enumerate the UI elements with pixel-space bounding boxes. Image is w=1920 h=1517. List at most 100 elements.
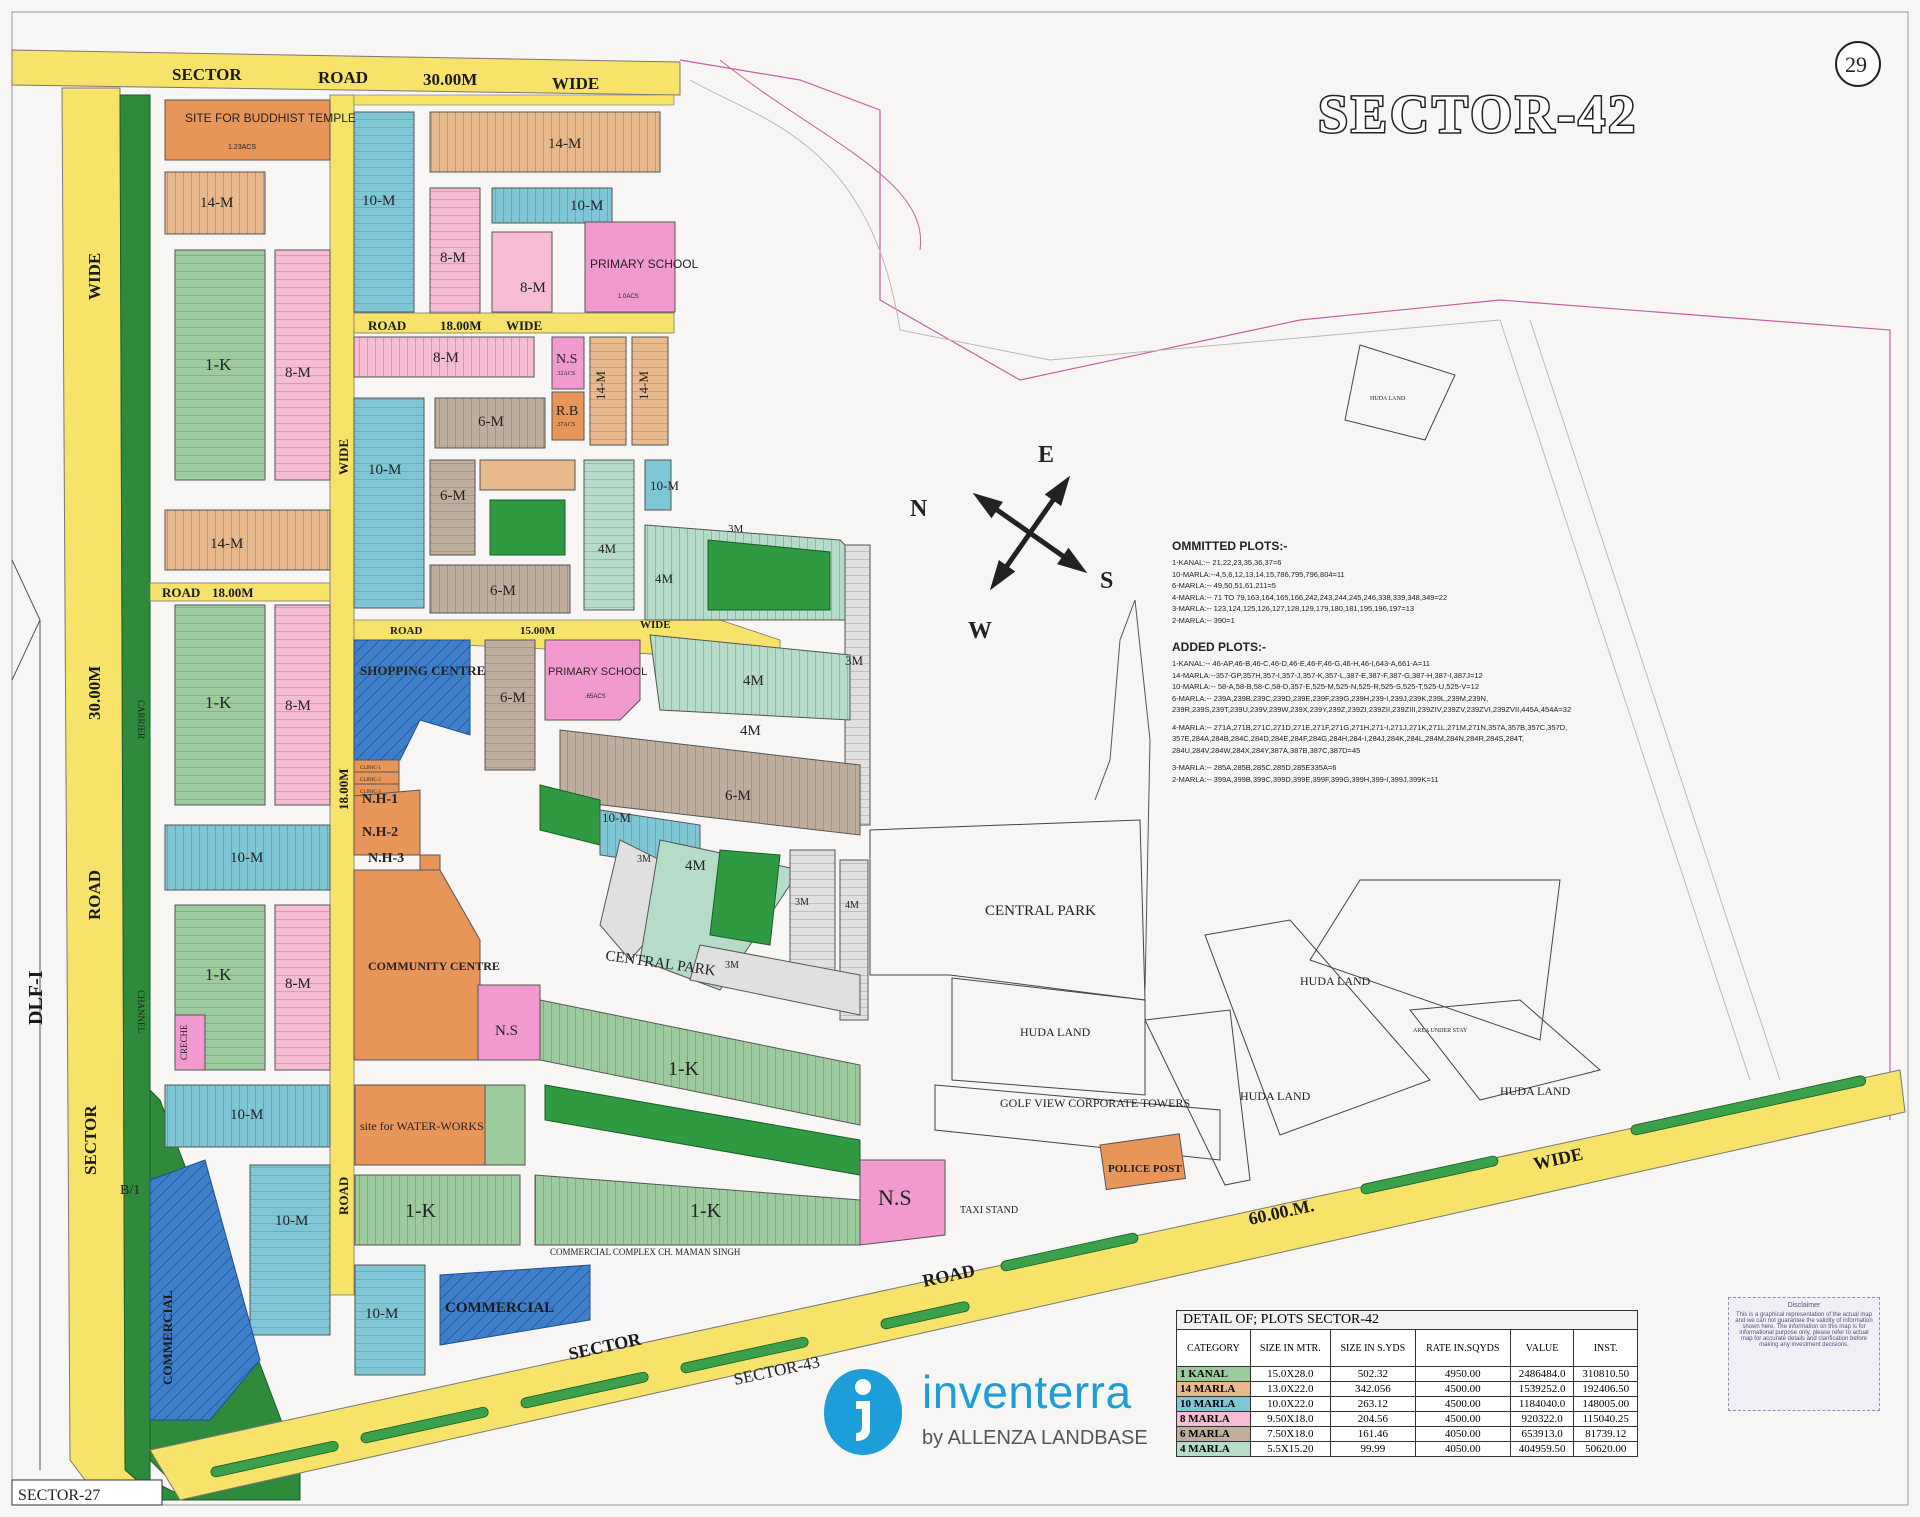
added-line: 10-MARLA:-- 58-A,58-B,58-C,58-D,357-E,52… <box>1172 682 1480 691</box>
added-line: 357E,284A,284B,284C,284D,284E,284F,284G,… <box>1172 734 1524 743</box>
label-commercial-left: COMMERCIAL <box>160 1290 175 1385</box>
label-golf-view: GOLF VIEW CORPORATE TOWERS <box>1000 1096 1190 1110</box>
road-label-left-30m: 30.00M <box>85 666 104 720</box>
table-cell-category: 14 MARLA <box>1176 1381 1251 1397</box>
road-label-top-wide: WIDE <box>552 74 599 93</box>
table-cell-value: 2486484.0 <box>1509 1366 1575 1382</box>
table-cell-rate: 4050.00 <box>1414 1426 1511 1442</box>
omitted-heading: OMMITTED PLOTS:- <box>1172 539 1288 553</box>
label-ns-1-area: .32ACS <box>556 371 575 377</box>
added-line: 6-MARLA:-- 239A,239B,239C,239D,239E,239F… <box>1172 693 1489 703</box>
table-cell-value: 920322.0 <box>1509 1411 1575 1427</box>
neighbour-dlf: DLF-I <box>25 970 47 1025</box>
block-label-14m-c: 14-M <box>548 136 581 152</box>
road-label-left-road: ROAD <box>85 870 104 920</box>
road-label-18m-1-value: 18.00M <box>440 318 482 333</box>
channel-label: CHANNEL <box>136 990 146 1033</box>
road-label-18m-1-road: ROAD <box>368 318 406 333</box>
table-cell-inst: 115040.25 <box>1573 1411 1638 1427</box>
block-label-3m-b: 3M <box>845 653 864 668</box>
rb-site <box>551 391 585 441</box>
block-label-1k-b: 1-K <box>205 693 232 712</box>
label-buddhist-temple-area: 1.23ACS <box>228 144 256 151</box>
creche <box>174 1014 206 1071</box>
plots-detail-table: DETAIL OF; PLOTS SECTOR-42 CATEGORY SIZE… <box>1176 1310 1638 1457</box>
table-header: CATEGORY <box>1176 1329 1251 1367</box>
label-rb-area: .37ACS <box>556 422 575 428</box>
road-label-top-road: ROAD <box>318 68 368 87</box>
table-cell-inst: 310810.50 <box>1573 1366 1638 1382</box>
road-18m-2 <box>149 582 331 602</box>
block-label-10m-c: 10-M <box>275 1213 308 1229</box>
compass-w: W <box>968 618 992 644</box>
central-park-2 <box>869 819 1146 1001</box>
disclaimer-heading: Disclaimer <box>1787 1302 1821 1309</box>
omitted-line: 4-MARLA:-- 71 TO 79,163,164,165,166,242,… <box>1172 592 1448 602</box>
label-ns-3: N.S <box>878 1185 912 1210</box>
block-label-1k-e: 1-K <box>405 1200 437 1222</box>
table-cell-inst: 50620.00 <box>1573 1441 1638 1457</box>
compass <box>972 475 1088 591</box>
table-cell-rate: 4050.00 <box>1414 1441 1511 1457</box>
sector-boundary <box>679 59 1891 1120</box>
buddhist-temple-site <box>164 99 331 161</box>
table-cell-size-syd: 342.056 <box>1329 1381 1416 1397</box>
road-label-vertical-wide: WIDE <box>336 439 351 475</box>
road-label-vertical-road: ROAD <box>336 1177 351 1215</box>
label-primary-school-2-area: .65ACS <box>585 694 606 700</box>
park-small <box>489 499 566 556</box>
block-label-10m-f: 10-M <box>368 462 401 478</box>
plot-notes: OMMITTED PLOTS:- 1-KANAL:-- 21,22,23,35,… <box>1172 533 1672 785</box>
label-huda-land-1: HUDA LAND <box>1020 1025 1091 1039</box>
road-label-vertical-18m: 18.00M <box>336 768 351 810</box>
label-huda-land-top: HUDA LAND <box>1370 396 1406 402</box>
huda-land-1 <box>951 977 1146 1096</box>
block-label-4m-c: 4M <box>743 673 764 689</box>
omitted-line: 10-MARLA:--4,5,6,12,13,14,15,786,795,796… <box>1172 569 1345 579</box>
brand-watermark: inventerra by ALLENZA LANDBASE <box>818 1363 1158 1459</box>
block-label-4m-a: 4M <box>598 541 617 556</box>
table-cell-size-syd: 99.99 <box>1329 1441 1416 1457</box>
median-green <box>210 1075 1867 1478</box>
table-header: INST. <box>1573 1329 1638 1367</box>
block-label-10m-i: 10-M <box>365 1306 398 1322</box>
label-huda-land-4: HUDA LAND <box>1500 1084 1571 1098</box>
block-label-4m-b: 4M <box>655 571 674 586</box>
table-cell-inst: 192406.50 <box>1573 1381 1638 1397</box>
omitted-line: 6-MARLA:-- 49,50,51,61,211=5 <box>1172 581 1276 590</box>
added-line: 14-MARLA:--357-GP,357H,357-I,357-J,357-K… <box>1172 670 1483 680</box>
primary-school-1 <box>584 221 676 313</box>
table-cell-size-syd: 204.56 <box>1329 1411 1416 1427</box>
carrier-label: CARRIER <box>136 700 146 739</box>
table-cell-size-mtr: 5.5X15.20 <box>1249 1441 1331 1457</box>
primary-school-2 <box>544 639 641 721</box>
label-nh3: N.H-3 <box>368 851 404 866</box>
table-cell-size-syd: 161.46 <box>1329 1426 1416 1442</box>
road-label-left-wide: WIDE <box>85 253 104 300</box>
block-label-8m-a: 8-M <box>285 365 311 381</box>
page-number: 29 <box>1845 52 1867 77</box>
table-cell-rate: 4500.00 <box>1414 1381 1511 1397</box>
block-label-10m-h: 10-M <box>602 810 631 825</box>
road-top-30m <box>11 49 681 96</box>
table-cell-size-syd: 502.32 <box>1329 1366 1416 1382</box>
table-cell-size-mtr: 13.0X22.0 <box>1249 1381 1331 1397</box>
block-label-3m-c: 3M <box>637 854 651 865</box>
road-18m-1 <box>353 312 675 334</box>
omitted-line: 1-KANAL:-- 21,22,23,35,36,37=6 <box>1172 558 1282 567</box>
omitted-line: 3-MARLA:-- 123,124,125,126,127,128,129,1… <box>1172 604 1415 613</box>
road-label-15m-wide: WIDE <box>640 619 671 631</box>
table-cell-size-mtr: 10.0X22.0 <box>1249 1396 1331 1412</box>
table-cell-inst: 81739.12 <box>1573 1426 1638 1442</box>
table-cell-value: 1184040.0 <box>1509 1396 1575 1412</box>
label-clinic-2: CLINIC-2 <box>360 778 381 783</box>
table-cell-size-mtr: 9.50X18.0 <box>1249 1411 1331 1427</box>
table-cell-category: 1 KANAL <box>1176 1366 1251 1382</box>
map-title: SECTOR-42 <box>1318 84 1638 144</box>
compass-e: E <box>1038 442 1054 468</box>
